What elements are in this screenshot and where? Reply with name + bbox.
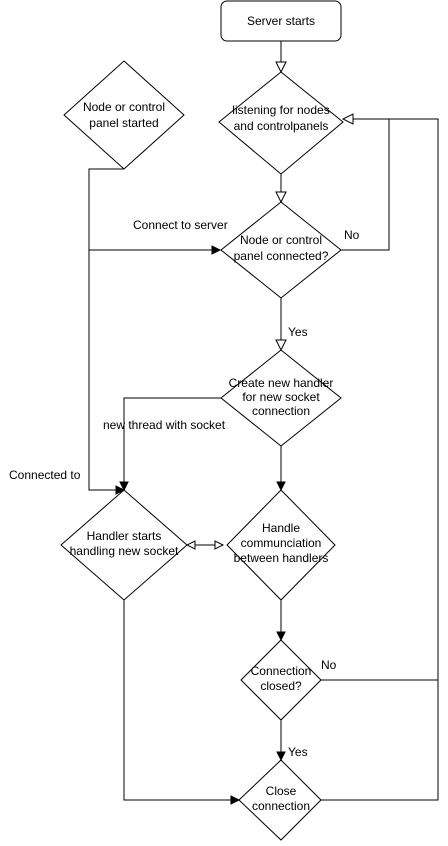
- node-label: communciation: [241, 536, 322, 550]
- node-handler-starts: Handler starts handling new socket: [60, 489, 188, 601]
- arrowhead: [185, 540, 196, 550]
- edge-label-no: No: [344, 228, 360, 242]
- node-create-handler: Create new handler for new socket connec…: [220, 349, 342, 447]
- edge-label-yes: Yes: [288, 745, 308, 759]
- node-label: between handlers: [234, 551, 329, 565]
- node-label: listening for nodes: [232, 103, 329, 117]
- arrowhead: [115, 485, 126, 495]
- edge-label-yes: Yes: [288, 325, 308, 339]
- node-label: Node or control: [240, 233, 322, 247]
- node-connected-check: Node or control panel connected?: [220, 201, 342, 299]
- edge-new-thread: [123, 397, 221, 482]
- node-close-connection: Close connection: [238, 759, 322, 841]
- edge-label-connected-to: Connected to: [9, 468, 81, 482]
- node-label: panel started: [89, 116, 158, 130]
- arrowhead: [230, 795, 241, 805]
- edge-handler-to-close: [123, 600, 231, 801]
- node-label: connection: [252, 404, 310, 418]
- edge-label-new-thread: new thread with socket: [103, 418, 226, 432]
- arrowhead: [214, 540, 225, 550]
- arrowhead: [341, 113, 354, 125]
- arrowhead: [276, 481, 286, 492]
- node-label: Server starts: [247, 14, 315, 28]
- arrowhead: [275, 339, 287, 352]
- edge-no-loop-1: [341, 118, 390, 251]
- arrowhead: [276, 631, 286, 642]
- node-label: panel connected?: [234, 249, 329, 263]
- node-label: connection: [252, 799, 310, 813]
- arrowhead: [211, 245, 222, 255]
- arrowhead: [119, 481, 129, 492]
- node-label: and controlpanels: [234, 119, 329, 133]
- edge-node-started-down: [88, 168, 124, 491]
- node-label: Close: [266, 784, 297, 798]
- arrowhead: [276, 751, 286, 762]
- node-label: for new socket: [242, 390, 320, 404]
- node-label: closed?: [260, 679, 302, 693]
- arrowhead: [275, 61, 287, 74]
- node-started: Node or control panel started: [63, 60, 185, 170]
- edge-no-loop-2: [321, 118, 439, 681]
- node-label: Create new handler: [229, 376, 334, 390]
- node-server-starts: Server starts: [220, 0, 342, 42]
- edge-close-loop: [321, 680, 439, 801]
- node-label: handling new socket: [70, 544, 179, 558]
- node-listening: listening for nodes and controlpanels: [218, 71, 344, 175]
- node-label: Handle: [262, 521, 300, 535]
- node-label: Connection: [251, 664, 312, 678]
- node-handle-communication: Handle communciation between handlers: [226, 489, 336, 601]
- node-label: Handler starts: [87, 529, 162, 543]
- edge-label-no: No: [321, 658, 337, 672]
- node-label: Node or control: [83, 100, 165, 114]
- node-connection-closed: Connection closed?: [240, 639, 322, 721]
- edge-label-connect-to-server: Connect to server: [133, 218, 228, 232]
- arrowhead: [275, 191, 287, 204]
